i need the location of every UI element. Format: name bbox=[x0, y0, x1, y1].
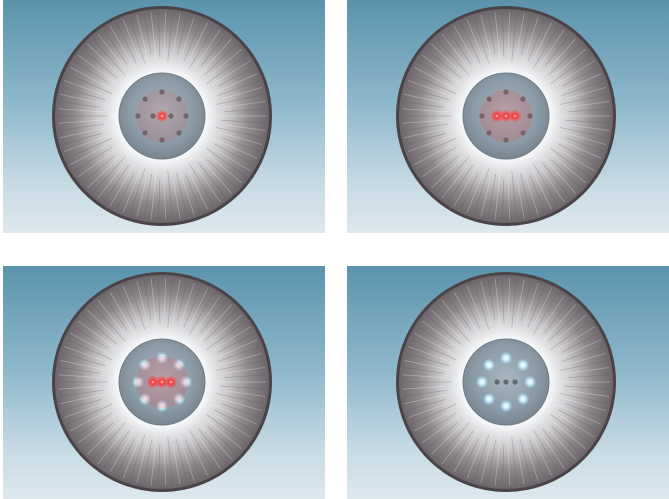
red-haze bbox=[136, 90, 188, 142]
center-led-off bbox=[503, 379, 508, 384]
lamp-drawing bbox=[347, 266, 669, 499]
lamp-panel-4 bbox=[347, 266, 669, 499]
lamp-drawing bbox=[347, 0, 669, 233]
center-led-off bbox=[494, 379, 499, 384]
lamp-panel-3 bbox=[3, 266, 325, 499]
red-haze bbox=[136, 356, 188, 408]
lamp-drawing bbox=[3, 266, 325, 499]
outer-led-lit bbox=[476, 376, 489, 389]
outer-led-lit bbox=[524, 376, 537, 389]
outer-led-lit bbox=[516, 392, 529, 405]
lamp-panel-2 bbox=[347, 0, 669, 233]
lamp-drawing bbox=[3, 0, 325, 233]
outer-led-lit bbox=[483, 359, 496, 372]
outer-led-lit bbox=[500, 400, 513, 413]
outer-led-lit bbox=[500, 352, 513, 365]
outer-led-lit bbox=[516, 359, 529, 372]
red-haze bbox=[480, 90, 532, 142]
lamp-panel-1 bbox=[3, 0, 325, 233]
outer-led-lit bbox=[483, 392, 496, 405]
center-led-off bbox=[512, 379, 517, 384]
